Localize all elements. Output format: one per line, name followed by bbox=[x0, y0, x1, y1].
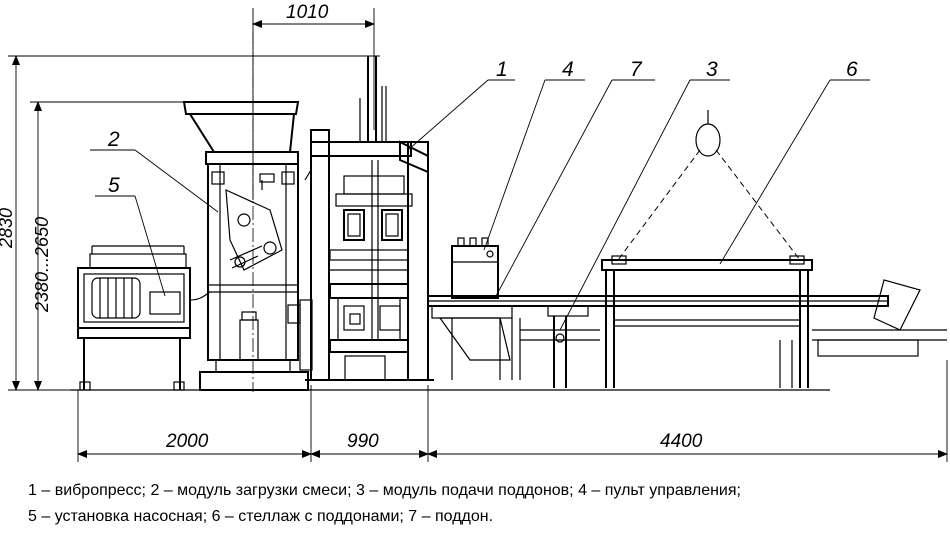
callout-2-label: 2 bbox=[107, 128, 120, 151]
callout-3: 3 bbox=[559, 58, 730, 331]
pump-unit bbox=[77, 245, 211, 391]
callout-7: 7 bbox=[495, 58, 655, 297]
callout-5-label: 5 bbox=[108, 174, 120, 197]
dimension-height-range: 2380...2650 bbox=[30, 101, 190, 391]
mix-loading-module bbox=[182, 101, 309, 391]
callout-1-label: 1 bbox=[496, 58, 508, 81]
callout-2: 2 bbox=[90, 128, 219, 213]
dimension-height-2830: 2830 bbox=[0, 55, 380, 391]
callout-4-label: 4 bbox=[562, 58, 574, 81]
dim-top-width-label: 1010 bbox=[286, 2, 329, 23]
legend-line-2: 5 – установка насосная; 6 – стеллаж с по… bbox=[28, 508, 494, 525]
dim-bottom-mid-label: 990 bbox=[347, 431, 379, 452]
callout-6: 6 bbox=[719, 58, 870, 265]
vibropress bbox=[299, 56, 434, 381]
legend-line-1: 1 – вибропресс; 2 – модуль загрузки смес… bbox=[28, 482, 741, 499]
callout-6-label: 6 bbox=[846, 58, 858, 81]
dim-height-range-label: 2380...2650 bbox=[32, 217, 52, 313]
callout-7-label: 7 bbox=[630, 58, 643, 81]
pallet-rack bbox=[601, 110, 947, 388]
legend-caption: 1 – вибропресс; 2 – модуль загрузки смес… bbox=[28, 478, 938, 530]
dimension-bottom-chain: 2000 990 4400 bbox=[77, 360, 948, 462]
pallet-conveyor bbox=[427, 295, 889, 388]
dim-total-height-label: 2830 bbox=[0, 208, 16, 249]
callout-4: 4 bbox=[483, 58, 585, 251]
callout-1: 1 bbox=[407, 58, 515, 151]
control-panel bbox=[451, 237, 499, 299]
dim-bottom-right-label: 4400 bbox=[660, 431, 703, 452]
dim-bottom-left-label: 2000 bbox=[165, 431, 209, 452]
callout-3-label: 3 bbox=[706, 58, 718, 81]
callout-5: 5 bbox=[95, 174, 166, 297]
